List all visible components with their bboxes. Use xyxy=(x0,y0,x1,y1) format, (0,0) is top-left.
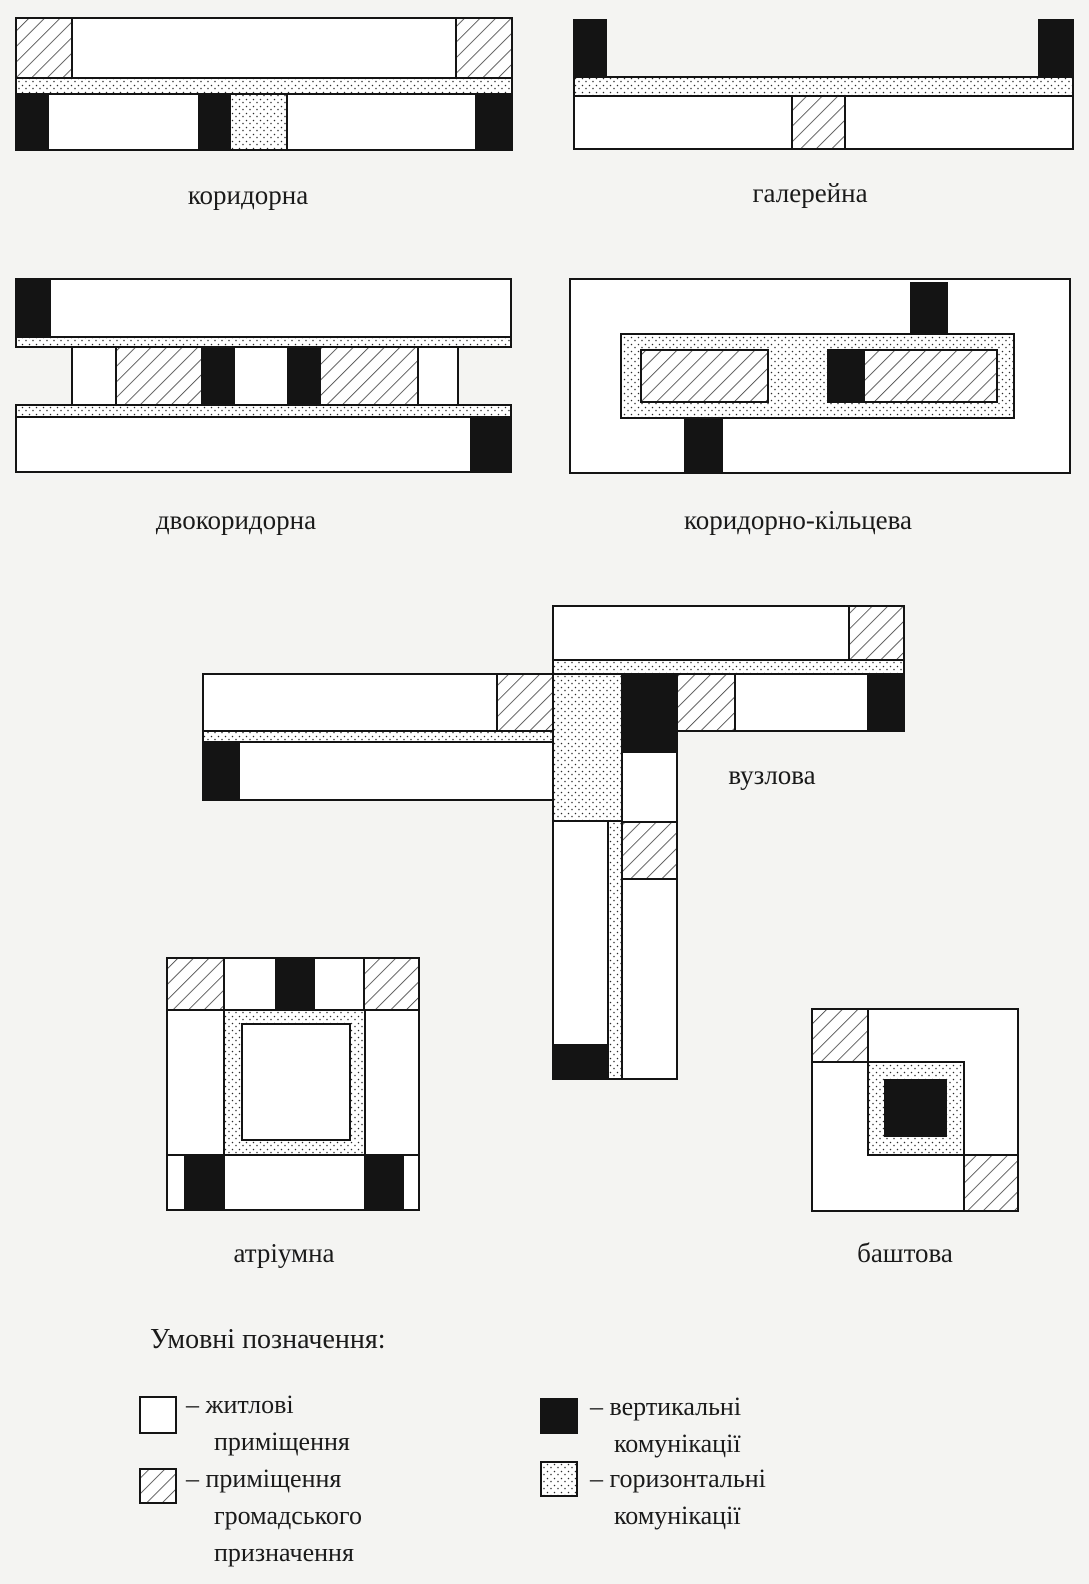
legend-public-line-1: – приміщення xyxy=(186,1464,342,1493)
legend-residential-line-1: – житлові xyxy=(186,1390,294,1419)
legend-public-line-2: громадського xyxy=(214,1501,362,1530)
label-double-corridor: двокоридорна xyxy=(155,505,317,535)
legend-item-vertical: – вертикальні комунікації xyxy=(590,1388,741,1462)
plan-gallery xyxy=(573,19,1074,150)
legend-swatch-horizontal xyxy=(540,1461,578,1497)
legend-item-horizontal: – горизонтальні комунікації xyxy=(590,1460,766,1534)
legend-horizontal-line-2: комунікації xyxy=(614,1501,741,1530)
legend-vertical-line-2: комунікації xyxy=(614,1429,741,1458)
label-atrium: атріумна xyxy=(233,1238,335,1268)
plan-tower xyxy=(811,1008,1019,1212)
legend-residential-line-2: приміщення xyxy=(214,1427,350,1456)
label-tower: баштова xyxy=(857,1238,953,1268)
legend-title: Умовні позначення: xyxy=(150,1324,386,1355)
legend-public-line-3: призначення xyxy=(214,1538,354,1567)
plan-atrium xyxy=(166,957,420,1211)
legend-vertical-line-1: – вертикальні xyxy=(590,1392,742,1421)
plan-corridor-ring xyxy=(569,278,1071,474)
legend-item-residential: – житлові приміщення xyxy=(186,1386,350,1460)
label-gallery: галерейна xyxy=(752,178,868,208)
legend-horizontal-line-1: – горизонтальні xyxy=(590,1464,766,1493)
label-corridor-ring: коридорно-кільцева xyxy=(683,505,913,535)
label-nodal: вузлова xyxy=(728,760,816,790)
legend-swatch-residential xyxy=(139,1396,177,1434)
legend-item-public: – приміщення громадського призначення xyxy=(186,1460,362,1571)
legend-swatch-public xyxy=(139,1468,177,1504)
plan-corridor xyxy=(15,17,513,151)
legend-swatch-vertical xyxy=(540,1398,578,1434)
plan-nodal xyxy=(202,605,905,1080)
plan-double-corridor xyxy=(15,278,512,473)
label-corridor: коридорна xyxy=(187,180,309,210)
